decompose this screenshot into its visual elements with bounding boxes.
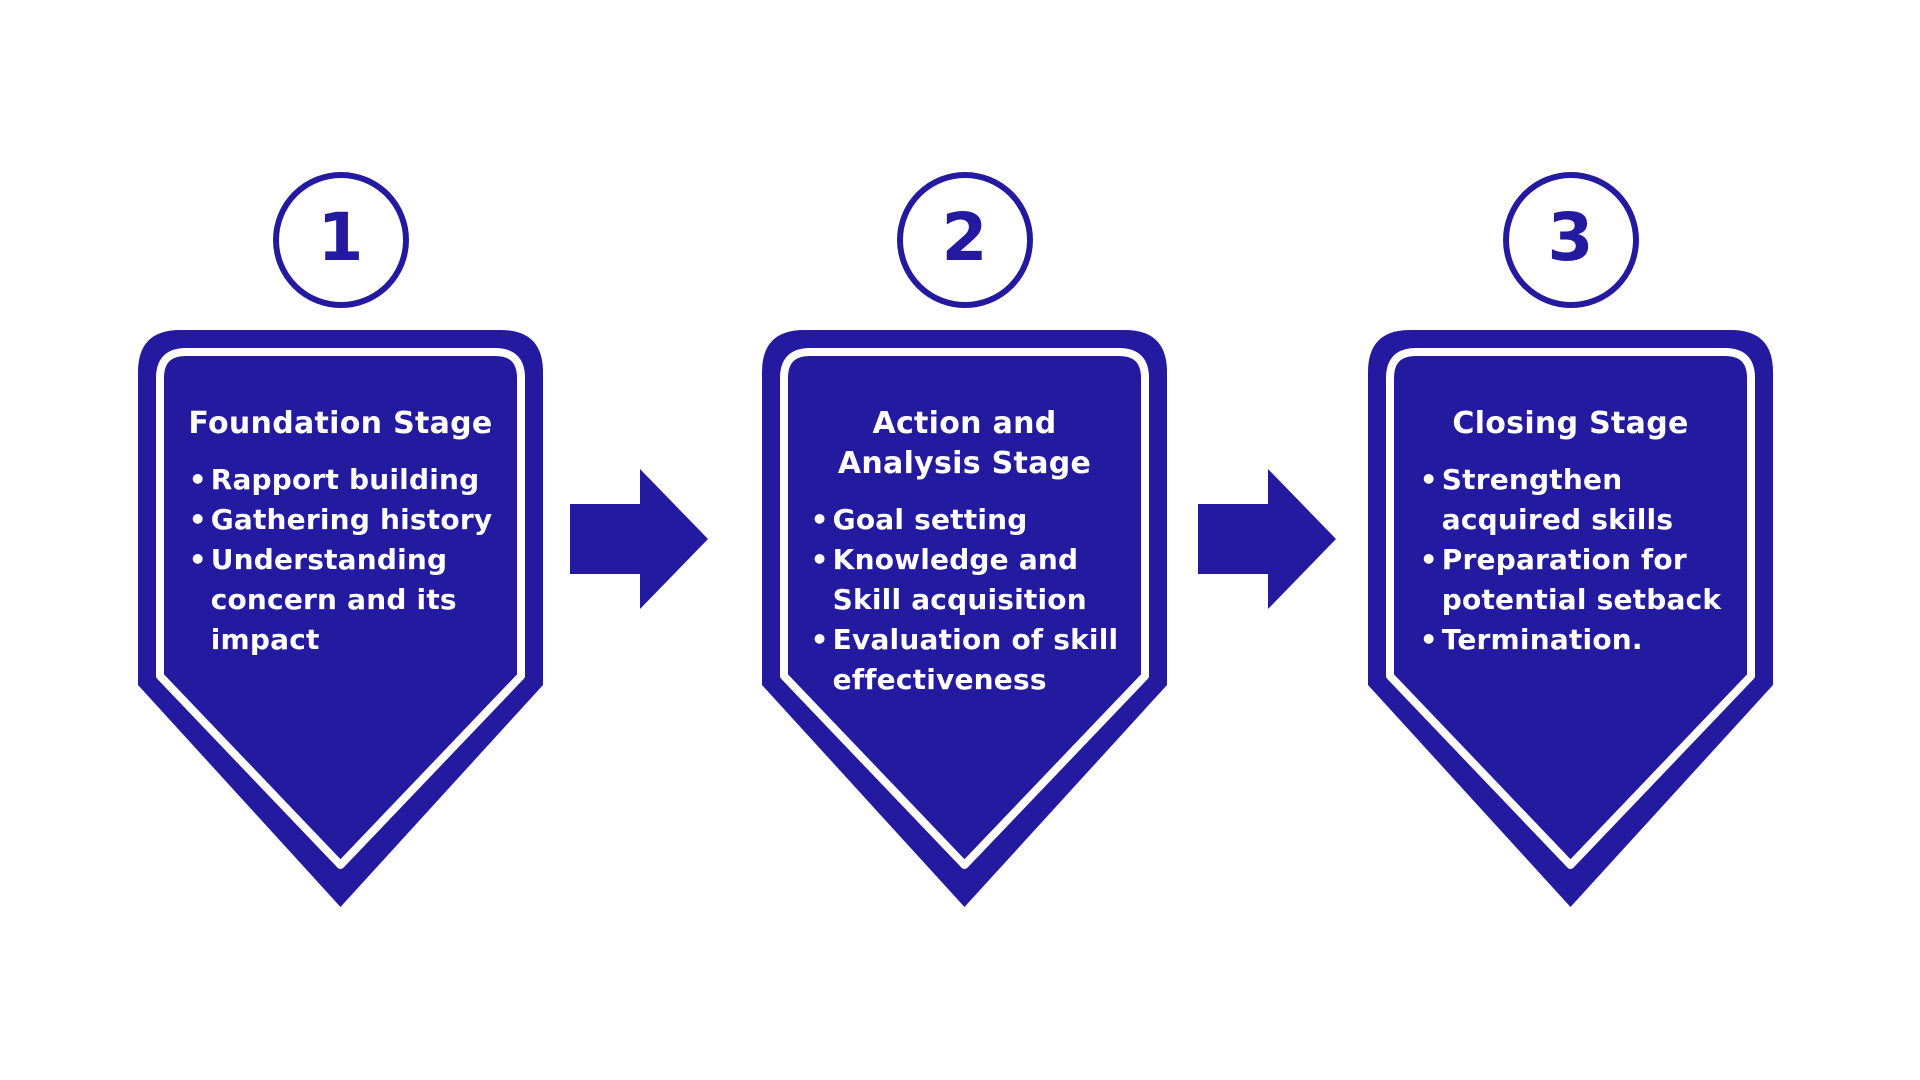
stage-3-number: 3 (1547, 199, 1594, 276)
bullet-item: Knowledge and Skill acquisition (811, 540, 1119, 620)
stage-1-group: 1 Foundation Stage Rapport buildingGathe… (138, 172, 543, 907)
stage-3-group: 3 Closing Stage Strengthen acquired skil… (1368, 172, 1773, 907)
arrow-right-icon (570, 469, 708, 609)
stage-1-number: 1 (317, 199, 364, 276)
arrow-right-icon (1198, 469, 1336, 609)
stage-3-card: Closing Stage Strengthen acquired skills… (1368, 330, 1773, 907)
stage-2-content: Action and Analysis Stage Goal settingKn… (762, 330, 1167, 700)
stage-3-bullet-list: Strengthen acquired skillsPreparation fo… (1420, 460, 1721, 660)
stage-1-bullet-list: Rapport buildingGathering historyUnderst… (189, 460, 493, 660)
bullet-item: Evaluation of skill effectiveness (811, 620, 1119, 700)
stage-1-card: Foundation Stage Rapport buildingGatheri… (138, 330, 543, 907)
stage-3-title: Closing Stage (1452, 406, 1689, 441)
stage-2-number: 2 (941, 199, 988, 276)
bullet-item: Termination. (1420, 620, 1721, 660)
stage-3-content: Closing Stage Strengthen acquired skills… (1368, 330, 1773, 660)
stage-3-number-badge: 3 (1502, 172, 1639, 308)
bullet-item: Understanding concern and its impact (189, 540, 493, 660)
stage-2-card: Action and Analysis Stage Goal settingKn… (762, 330, 1167, 907)
bullet-item: Strengthen acquired skills (1420, 460, 1721, 540)
stage-2-group: 2 Action and Analysis Stage Goal setting… (762, 172, 1167, 907)
bullet-item: Gathering history (189, 500, 493, 540)
stage-2-bullet-list: Goal settingKnowledge and Skill acquisit… (811, 500, 1119, 700)
stage-2-title: Action and Analysis Stage (837, 406, 1092, 481)
stage-2-number-badge: 2 (896, 172, 1033, 308)
bullet-item: Rapport building (189, 460, 493, 500)
bullet-item: Preparation for potential setback (1420, 540, 1721, 620)
bullet-item: Goal setting (811, 500, 1119, 540)
stage-1-content: Foundation Stage Rapport buildingGatheri… (138, 330, 543, 660)
stage-1-number-badge: 1 (272, 172, 409, 308)
stage-1-title: Foundation Stage (188, 406, 493, 441)
